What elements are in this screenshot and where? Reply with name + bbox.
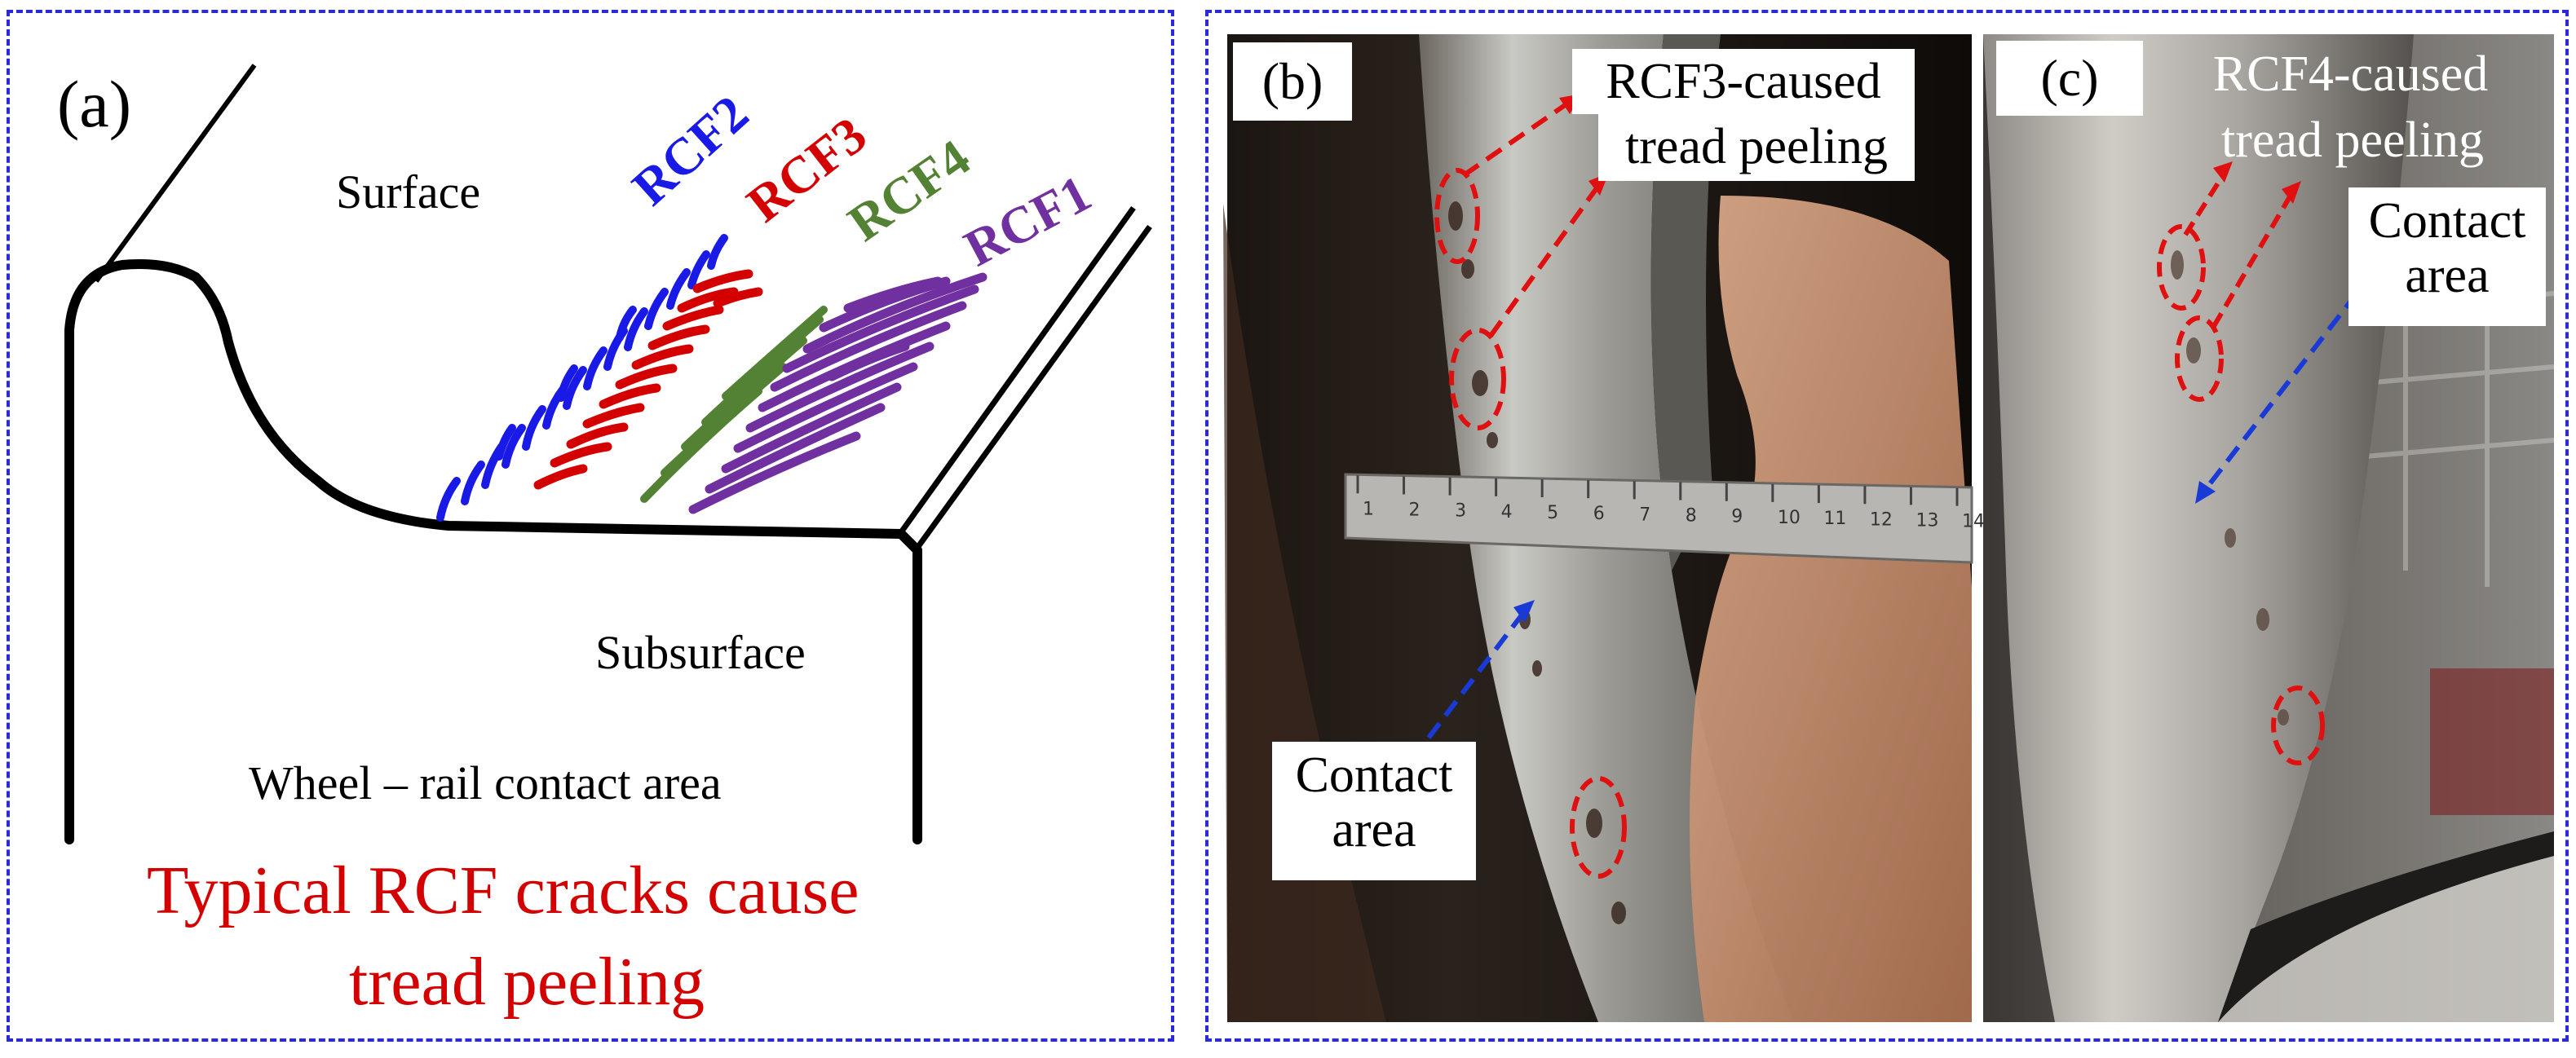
rail-edge-line-1	[899, 205, 1136, 535]
panel-b-title-line-2: tread peeling	[1598, 114, 1915, 181]
panel-bc-frame	[1205, 10, 2569, 1042]
wheel-profile-outline	[64, 259, 922, 844]
subsurface-label: Subsurface	[595, 626, 806, 679]
panel-b-contact-label: Contact area	[1272, 742, 1476, 880]
panel-c-title-line-1: RCF4-caused	[2212, 46, 2489, 102]
panel-c-label: (c)	[1996, 41, 2143, 116]
wheel-profile-diagram: (a) Surface Subsurface Wheel – rail cont…	[57, 64, 1152, 1020]
panel-b-title-line-1: RCF3-caused	[1572, 49, 1915, 114]
panel-b-contact-line-2: area	[1332, 801, 1416, 857]
flange-tip-line	[94, 64, 257, 283]
caption-line-2: tread peeling	[349, 944, 705, 1020]
rcf4-cracks	[640, 306, 828, 503]
caption-line-1: Typical RCF cracks cause	[147, 853, 859, 928]
rail-edge-line-2	[915, 224, 1152, 550]
rcf3-cracks	[533, 269, 763, 490]
surface-label: Surface	[336, 165, 480, 218]
panel-b-label: (b)	[1233, 42, 1352, 121]
panel-c-contact-line-1: Contact	[2368, 193, 2526, 249]
rcf2-label: RCF2	[621, 84, 759, 216]
contact-area-label: Wheel – rail contact area	[249, 756, 722, 809]
panel-a-frame	[7, 10, 1174, 1042]
panel-a-label: (a)	[57, 67, 131, 141]
rcf2-cracks	[436, 234, 728, 522]
rcf1-cracks	[688, 272, 988, 514]
rcf1-label: RCF1	[955, 164, 1100, 277]
panel-c-title-line-2: tread peeling	[2221, 112, 2484, 168]
panel-c-contact-label: Contact area	[2348, 187, 2546, 326]
panel-b-contact-line-1: Contact	[1295, 747, 1453, 803]
panel-c-contact-line-2: area	[2405, 247, 2490, 303]
